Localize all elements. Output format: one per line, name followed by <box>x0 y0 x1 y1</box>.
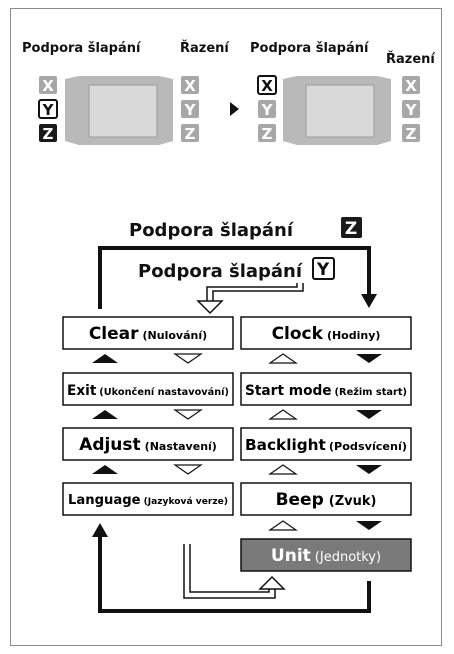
loop-line-mode-z <box>98 246 371 309</box>
svg-text:Clock(Hodiny): Clock(Hodiny) <box>272 324 381 344</box>
right-nav-arrows-3 <box>268 464 382 475</box>
left-assist-indicator-x: X <box>39 76 57 95</box>
up-hollow-arrow-icon <box>268 520 298 531</box>
up-arrow-icon <box>92 465 118 474</box>
menu-item-backlight: Backlight(Podsvícení) <box>240 427 412 461</box>
menu-item-clock: Clock(Hodiny) <box>240 316 412 350</box>
right-assist-label: Podpora šlapání <box>250 41 370 56</box>
right-assist-indicator-y: Y <box>258 100 276 119</box>
left-assist-indicator-y: Y <box>38 99 58 119</box>
right-shift-indicator-y: Y <box>402 100 420 119</box>
right-nav-arrows-4 <box>268 520 382 531</box>
language-connector-arrow-icon <box>258 575 286 590</box>
language-connector-outer <box>183 544 276 599</box>
right-display-unit <box>283 76 391 145</box>
svg-text:Language(Jazyková verze): Language(Jazyková verze) <box>68 493 228 508</box>
svg-text:Y: Y <box>261 101 274 119</box>
left-shift-label: Řazení <box>180 40 230 56</box>
svg-text:Exit(Ukončení nastavování): Exit(Ukončení nastavování) <box>67 383 229 399</box>
left-shift-indicator-x: X <box>181 76 199 95</box>
svg-text:Y: Y <box>184 101 197 119</box>
loop-up-arrow-icon <box>92 523 108 537</box>
svg-text:Unit(Jednotky): Unit(Jednotky) <box>271 546 381 566</box>
mode-z-label: Podpora šlapání <box>129 220 294 241</box>
svg-text:Z: Z <box>345 219 357 239</box>
left-assist-indicator-z-active: Z <box>39 124 57 143</box>
right-nav-arrows-1 <box>268 353 382 364</box>
up-arrow-icon <box>92 410 118 419</box>
left-assist-label: Podpora šlapání <box>22 41 142 56</box>
menu-item-clear: Clear(Nulování) <box>62 316 234 350</box>
diagram-canvas: Podpora šlapání Řazení Podpora šlapání Ř… <box>22 40 436 613</box>
svg-text:Z: Z <box>406 125 417 143</box>
up-arrow-icon <box>92 354 118 363</box>
mode-z-badge: Z <box>341 217 362 239</box>
y-connector-inner <box>206 283 298 301</box>
loop-down-arrow-icon <box>361 294 377 308</box>
menu-item-adjust: Adjust(Nastavení) <box>62 427 234 461</box>
mode-y-label: Podpora šlapání <box>138 261 303 282</box>
left-nav-arrows-1 <box>92 353 203 364</box>
down-arrow-icon <box>356 410 382 419</box>
language-connector-inner <box>189 544 270 593</box>
svg-text:Y: Y <box>316 260 330 280</box>
left-shift-indicator-z: Z <box>181 124 199 143</box>
right-shift-indicator-z: Z <box>402 124 420 143</box>
left-shift-indicator-y: Y <box>181 100 199 119</box>
menu-item-unit-highlighted: Unit(Jednotky) <box>240 538 412 572</box>
menu-item-start-mode: Start mode(Režim start) <box>240 372 412 406</box>
down-hollow-arrow-icon <box>173 464 203 475</box>
left-nav-arrows-3 <box>92 464 203 475</box>
transition-arrow-icon <box>230 102 239 116</box>
svg-text:Backlight(Podsvícení): Backlight(Podsvícení) <box>245 436 407 454</box>
left-display-unit <box>65 76 173 145</box>
loop-line-bottom <box>98 536 371 613</box>
down-arrow-icon <box>356 521 382 530</box>
svg-text:Start mode(Režim start): Start mode(Režim start) <box>245 383 407 399</box>
menu-item-language: Language(Jazyková verze) <box>62 482 234 516</box>
left-nav-arrows-2 <box>92 409 203 420</box>
right-assist-indicator-z: Z <box>258 124 276 143</box>
svg-text:Z: Z <box>185 125 196 143</box>
up-hollow-arrow-icon <box>268 409 298 420</box>
menu-item-beep: Beep(Zvuk) <box>240 482 412 516</box>
y-connector-outer <box>212 283 304 301</box>
right-assist-indicator-x-selected: X <box>257 75 277 95</box>
down-hollow-arrow-icon <box>173 353 203 364</box>
manual-page: Podpora šlapání Řazení Podpora šlapání Ř… <box>10 8 442 646</box>
down-hollow-arrow-icon <box>173 409 203 420</box>
svg-text:Y: Y <box>42 101 55 119</box>
svg-text:Z: Z <box>262 125 273 143</box>
up-hollow-arrow-icon <box>268 353 298 364</box>
menu-item-exit: Exit(Ukončení nastavování) <box>62 372 234 406</box>
up-hollow-arrow-icon <box>268 464 298 475</box>
right-shift-label: Řazení <box>386 51 436 67</box>
svg-text:X: X <box>405 77 417 95</box>
svg-text:Adjust(Nastavení): Adjust(Nastavení) <box>79 435 217 455</box>
y-connector-arrow-icon <box>196 300 224 315</box>
svg-text:X: X <box>42 77 54 95</box>
down-arrow-icon <box>356 465 382 474</box>
svg-text:Y: Y <box>405 101 418 119</box>
svg-text:X: X <box>261 77 273 95</box>
down-arrow-icon <box>356 354 382 363</box>
right-nav-arrows-2 <box>268 409 382 420</box>
svg-text:Z: Z <box>43 125 54 143</box>
mode-y-badge: Y <box>312 257 335 280</box>
right-shift-indicator-x: X <box>402 76 420 95</box>
svg-text:X: X <box>184 77 196 95</box>
svg-text:Beep(Zvuk): Beep(Zvuk) <box>276 490 377 510</box>
svg-text:Clear(Nulování): Clear(Nulování) <box>89 324 207 344</box>
